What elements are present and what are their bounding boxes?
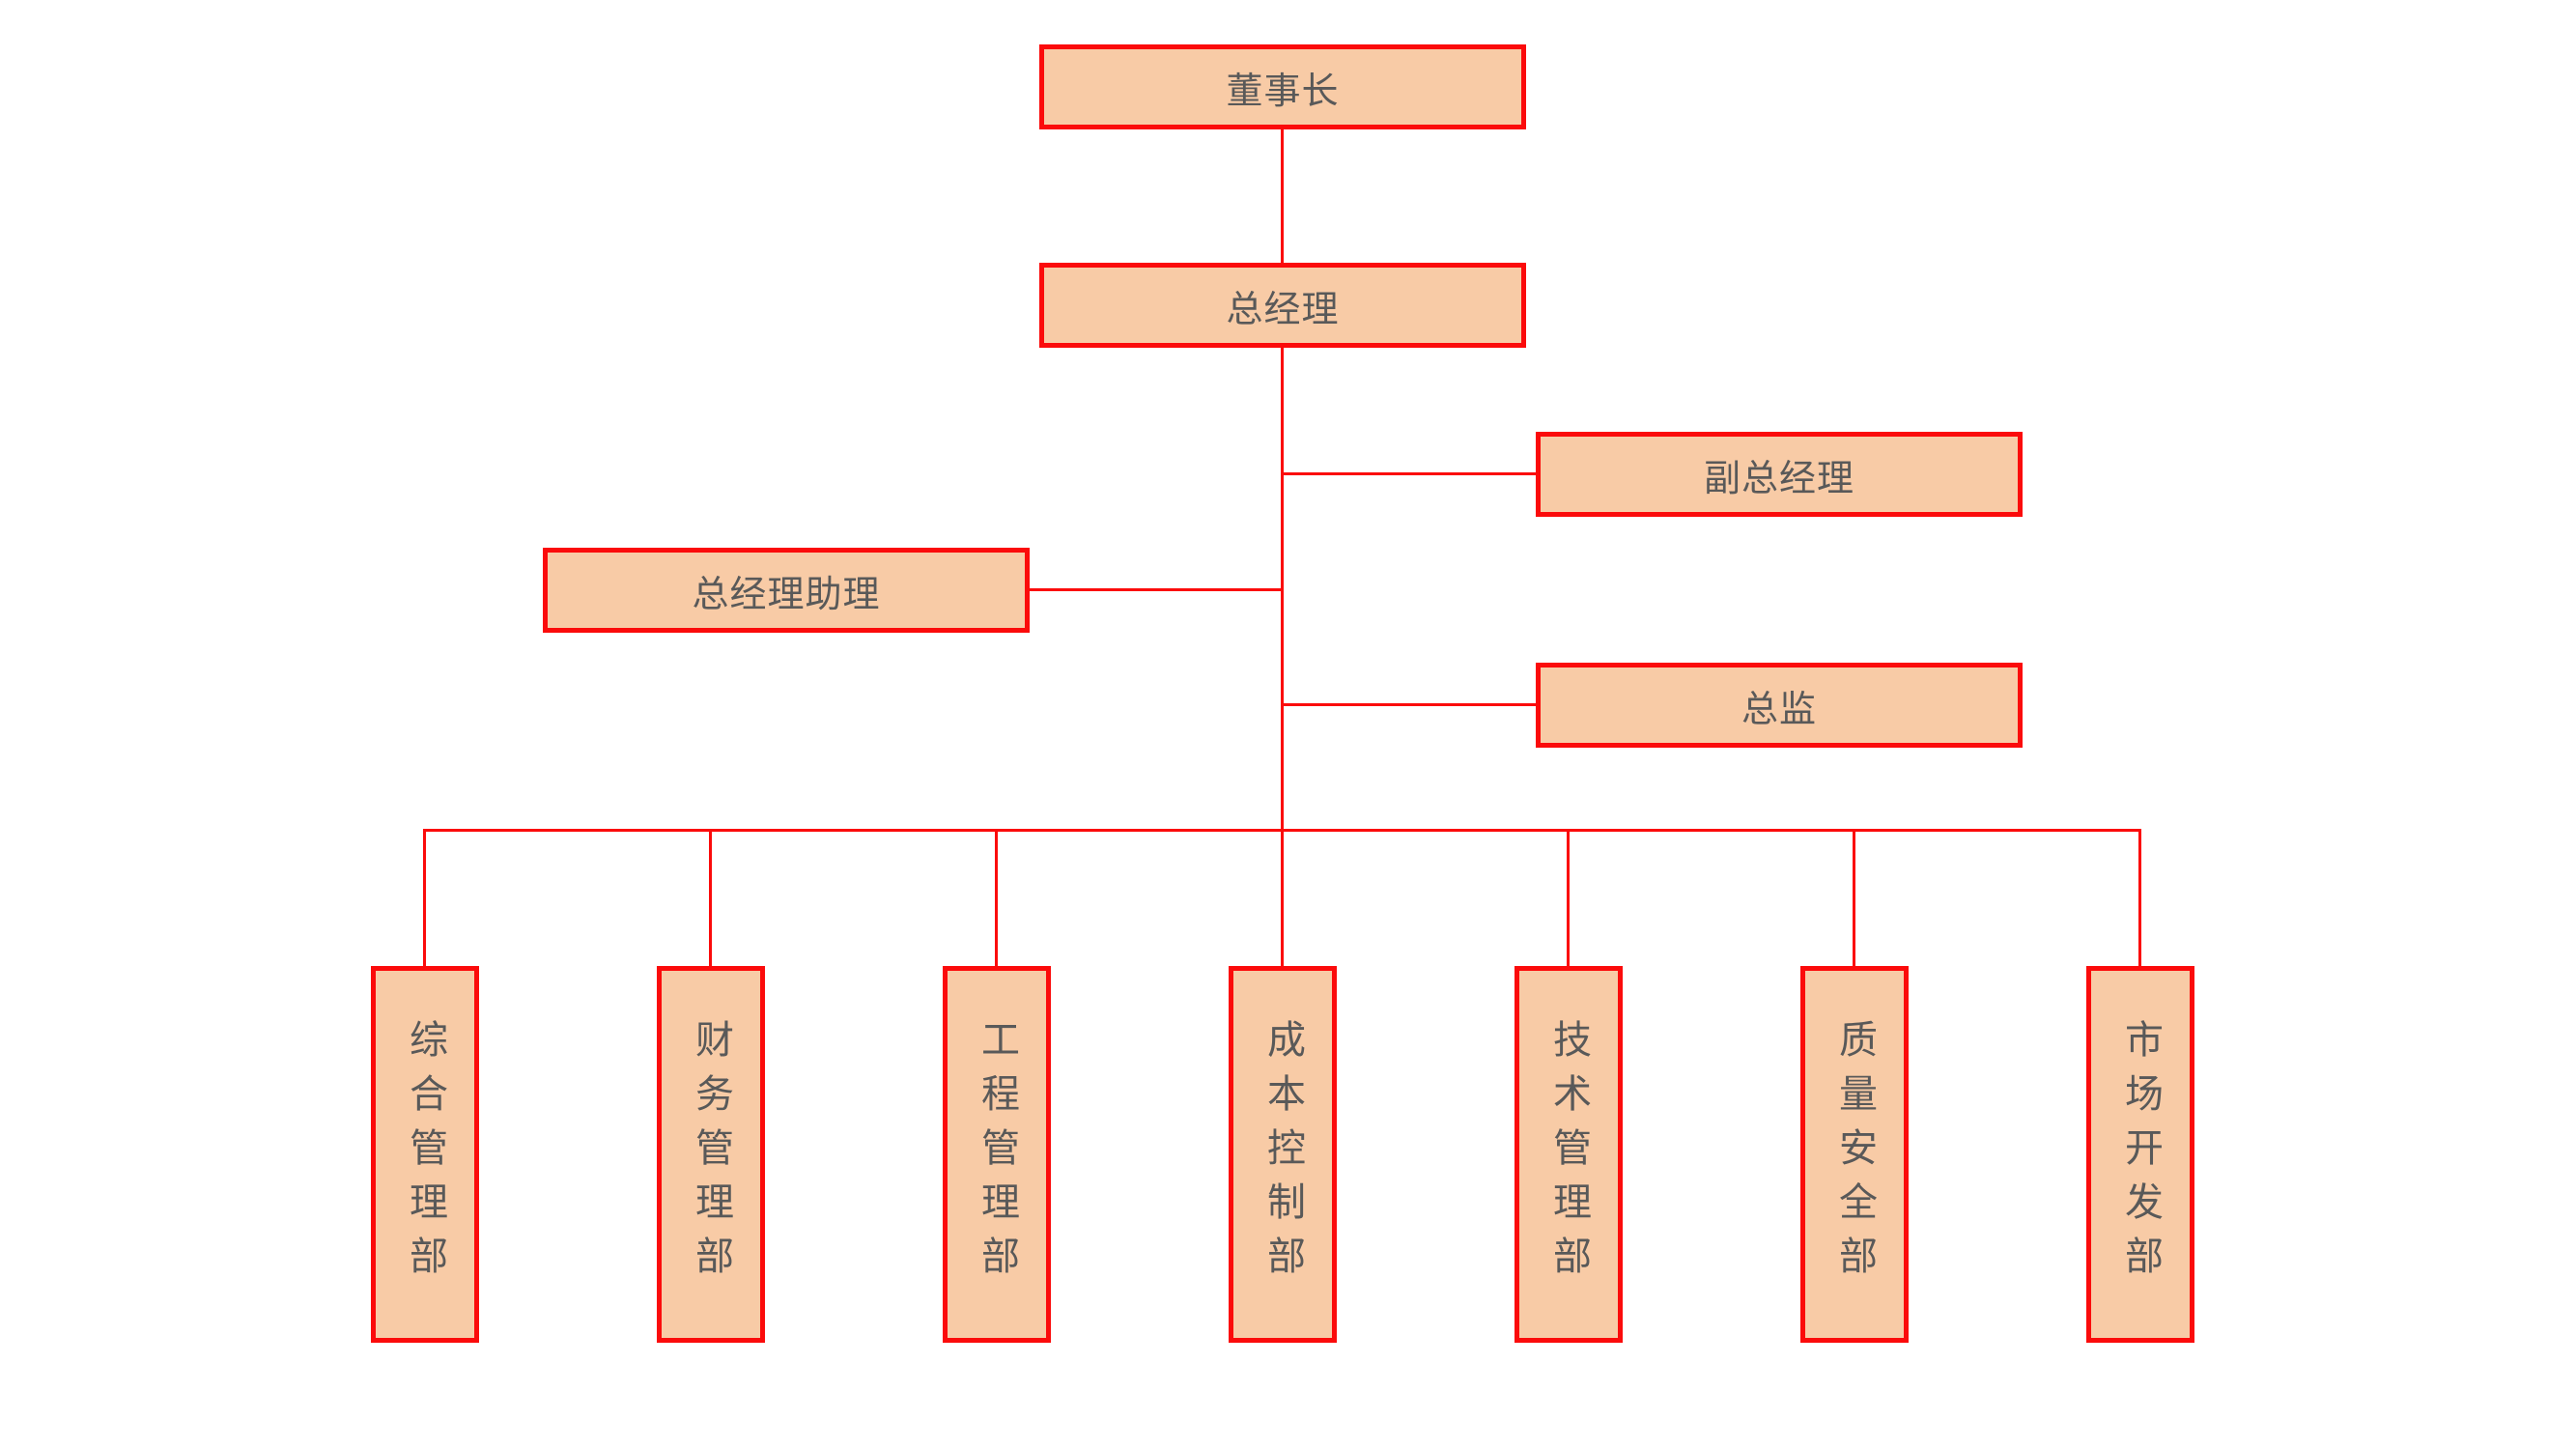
node-general-manager-assistant: 总经理助理 bbox=[543, 548, 1030, 633]
connector-dept-stub-6 bbox=[1853, 829, 1855, 966]
node-chairman-label: 董事长 bbox=[1226, 71, 1340, 112]
connector-to-director bbox=[1283, 703, 1536, 706]
department-label: 技术管理部 bbox=[1547, 1019, 1590, 1290]
department-label: 成本控制部 bbox=[1261, 1019, 1304, 1290]
connector-dept-stub-7 bbox=[2138, 829, 2141, 966]
node-director-label: 总监 bbox=[1741, 689, 1817, 730]
connector-dept-stub-1 bbox=[423, 829, 426, 966]
connector-dept-stub-5 bbox=[1567, 829, 1570, 966]
node-general-manager-label: 总经理 bbox=[1226, 289, 1340, 330]
node-department-cost-control: 成本控制部 bbox=[1229, 966, 1337, 1343]
node-department-comprehensive-management: 综合管理部 bbox=[371, 966, 479, 1343]
node-department-technology-management: 技术管理部 bbox=[1514, 966, 1623, 1343]
department-label: 财务管理部 bbox=[690, 1019, 732, 1290]
connector-dept-stub-2 bbox=[709, 829, 712, 966]
node-deputy-general-manager: 副总经理 bbox=[1536, 432, 2023, 517]
node-chairman: 董事长 bbox=[1039, 44, 1526, 129]
connector-dept-stub-3 bbox=[995, 829, 998, 966]
node-deputy-general-manager-label: 副总经理 bbox=[1703, 458, 1854, 499]
node-department-quality-safety: 质量安全部 bbox=[1800, 966, 1909, 1343]
connector-dept-stub-4 bbox=[1281, 829, 1284, 966]
connector-chairman-to-gm bbox=[1281, 129, 1284, 263]
node-general-manager-assistant-label: 总经理助理 bbox=[692, 574, 881, 615]
department-label: 市场开发部 bbox=[2119, 1019, 2162, 1290]
department-label: 工程管理部 bbox=[976, 1019, 1018, 1290]
node-department-finance-management: 财务管理部 bbox=[657, 966, 765, 1343]
node-department-market-development: 市场开发部 bbox=[2086, 966, 2194, 1343]
connector-to-deputy-gm bbox=[1283, 472, 1536, 475]
connector-to-gm-assistant bbox=[1030, 588, 1283, 591]
department-label: 综合管理部 bbox=[404, 1019, 446, 1290]
node-department-engineering-management: 工程管理部 bbox=[943, 966, 1051, 1343]
node-director: 总监 bbox=[1536, 663, 2023, 748]
node-general-manager: 总经理 bbox=[1039, 263, 1526, 348]
department-label: 质量安全部 bbox=[1833, 1019, 1876, 1290]
